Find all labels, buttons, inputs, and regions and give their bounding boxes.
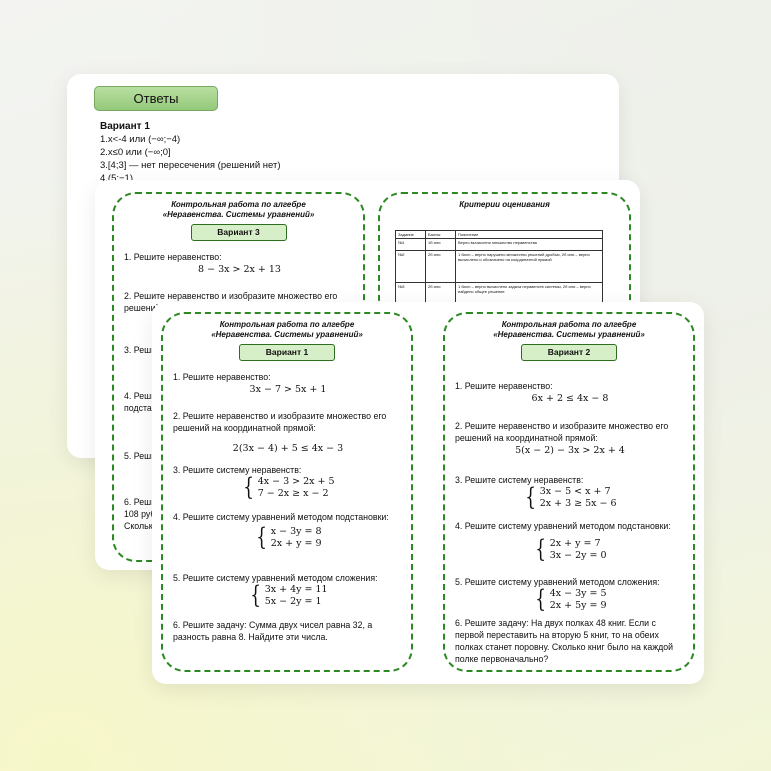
task-3: 3. Решите систему неравенств: { 4x − 3 >… — [173, 464, 403, 499]
answers-badge: Ответы — [94, 86, 218, 111]
task-2-formula: 2(3x − 4) + 5 ≤ 4x − 3 — [232, 443, 344, 454]
task-6-text: 6. Решите задачу: Сумма двух чисел равна… — [173, 620, 373, 642]
task-5-system: { 3x + 4y = 11 5x − 2y = 1 — [250, 581, 328, 609]
task-1: 1. Решите неравенство: 8 − 3x > 2x + 13 — [124, 251, 355, 276]
task-4-text-cont: подстан — [124, 403, 157, 413]
table-row: №1 1б или Верно вычислено множество нера… — [395, 238, 603, 251]
table-header-cell: Задание — [395, 230, 426, 239]
task-6-text-cont: 108 рубл — [124, 509, 161, 519]
test-title: Контрольная работа по алгебре — [171, 200, 306, 209]
task-3: 3. Решите систему неравенств: { 3x − 5 <… — [455, 474, 685, 509]
system-line: 4x − 3y = 5 — [549, 588, 607, 599]
system-line: 5x − 2y = 1 — [264, 595, 322, 607]
task-3-text: 3. Решите систему неравенств: — [173, 465, 302, 475]
table-cell: №1 — [395, 238, 426, 251]
task-4: 4. Решите систему уравнений методом подс… — [173, 511, 403, 549]
task-4-text: 4. Реши — [124, 391, 157, 401]
task-2-text: 2. Решите неравенство и изобразите множе… — [124, 291, 338, 301]
task-2: 2. Решите неравенство и изобразите множе… — [455, 420, 685, 457]
variant-badge: Вариант 2 — [521, 344, 617, 361]
system-line: 2x + y = 9 — [270, 537, 322, 549]
task-4-text: 4. Решите систему уравнений методом подс… — [455, 521, 671, 531]
task-3-system: { 4x − 3 > 2x + 5 7 − 2x ≥ x − 2 — [243, 473, 335, 501]
variant1-frame: Контрольная работа по алгебре «Неравенст… — [161, 312, 413, 672]
criteria-title: Критерии оценивания — [459, 200, 550, 209]
task-1-formula: 6x + 2 ≤ 4x − 8 — [531, 393, 609, 404]
answer-line: 2.x≤0 или (−∞;0] — [100, 147, 171, 158]
variant-badge: Вариант 1 — [239, 344, 335, 361]
task-4-system: { 2x + y = 7 3x − 2y = 0 — [535, 535, 607, 563]
task-2-formula: 5(x − 2) − 3x > 2x + 4 — [515, 445, 625, 456]
task-6-text-cont2: Сколько — [124, 521, 158, 531]
table-cell: 2б или — [425, 250, 456, 283]
task-3-text: 3. Решит — [124, 345, 161, 355]
variant1-2-sheet: Контрольная работа по алгебре «Неравенст… — [152, 302, 704, 684]
table-cell: Верно вычислено множество неравенства — [455, 238, 603, 251]
system-line: 7 − 2x ≥ x − 2 — [257, 487, 329, 499]
table-header-cell: Пояснение — [455, 230, 603, 239]
test-title: Контрольная работа по алгебре — [219, 320, 355, 329]
task-2-text-cont: решений — [124, 303, 161, 313]
task-5-text: 5. Решит — [124, 451, 161, 461]
task-4: 4. Решите систему уравнений методом подс… — [455, 520, 685, 561]
answer-line: 3.[4;3] — нет пересечения (решений нет) — [100, 160, 281, 171]
task-1-formula: 3x − 7 > 5x + 1 — [249, 384, 327, 395]
test-subtitle: «Неравенства. Системы уравнений» — [162, 210, 315, 219]
table-header-row: Задание Баллы Пояснение — [395, 230, 603, 239]
task-5-text: 5. Решите систему уравнений методом слож… — [455, 577, 660, 587]
system-line: 4x − 3 > 2x + 5 — [257, 476, 335, 487]
task-2-text: 2. Решите неравенство и изобразите множе… — [455, 421, 669, 443]
answer-line: 1.x<-4 или (−∞;−4) — [100, 134, 181, 145]
task-1-text: 1. Решите неравенство: — [173, 372, 271, 382]
task-4-system: { x − 3y = 8 2x + y = 9 — [256, 523, 322, 551]
system-line: 3x − 2y = 0 — [549, 549, 607, 561]
task-2: 2. Решите неравенство и изобразите множе… — [173, 410, 403, 455]
variant2-frame: Контрольная работа по алгебре «Неравенст… — [443, 312, 695, 672]
system-line: x − 3y = 8 — [270, 526, 322, 537]
table-cell: №2 — [395, 250, 426, 283]
task-3-system: { 3x − 5 < x + 7 2x + 3 ≥ 5x − 6 — [525, 483, 617, 511]
system-line: 3x + 4y = 11 — [264, 584, 328, 595]
task-1: 1. Решите неравенство: 3x − 7 > 5x + 1 — [173, 371, 403, 396]
task-5: 5. Решите систему уравнений методом слож… — [455, 576, 685, 611]
variant-badge: Вариант 3 — [190, 224, 287, 241]
task-6: 6. Решите задачу: Сумма двух чисел равна… — [173, 619, 403, 643]
task-6-text: 6. Решите задачу: На двух полках 48 книг… — [455, 618, 674, 664]
answer-line: 4.(5;−1) — [100, 173, 134, 184]
table-cell: 1 балл – верно нарушено множество решени… — [455, 250, 603, 283]
table-header-cell: Баллы — [425, 230, 456, 239]
task-4-text: 4. Решите систему уравнений методом подс… — [173, 512, 389, 522]
table-cell: 1б или — [425, 238, 456, 251]
system-line: 3x − 5 < x + 7 — [539, 486, 611, 497]
task-2: 2. Решите неравенство и изобразите множе… — [124, 290, 355, 314]
table-row: №2 2б или 1 балл – верно нарушено множес… — [395, 250, 603, 283]
answers-variant-title: Вариант 1 — [100, 121, 150, 132]
task-2-text: 2. Решите неравенство и изобразите множе… — [173, 411, 387, 433]
system-line: 2x + y = 7 — [549, 538, 601, 549]
criteria-table: Задание Баллы Пояснение №1 1б или Верно … — [395, 230, 603, 313]
system-line: 2x + 3 ≥ 5x − 6 — [539, 497, 617, 509]
task-1: 1. Решите неравенство: 6x + 2 ≤ 4x − 8 — [455, 380, 685, 405]
task-5: 5. Решите систему уравнений методом слож… — [173, 572, 403, 607]
task-5-system: { 4x − 3y = 5 2x + 5y = 9 — [535, 585, 607, 613]
task-1-text: 1. Решите неравенство: — [455, 381, 553, 391]
test-title: Контрольная работа по алгебре — [501, 320, 637, 329]
task-5-text: 5. Решите систему уравнений методом слож… — [173, 573, 378, 583]
task-1-text: 1. Решите неравенство: — [124, 252, 222, 262]
task-3-text: 3. Решите систему неравенств: — [455, 475, 584, 485]
task-6: 6. Решите задачу: На двух полках 48 книг… — [455, 617, 685, 665]
system-line: 2x + 5y = 9 — [549, 599, 607, 611]
task-6-text: 6. Реши — [124, 497, 157, 507]
test-subtitle: «Неравенства. Системы уравнений» — [211, 330, 363, 339]
task-1-formula: 8 − 3x > 2x + 13 — [198, 264, 281, 275]
test-subtitle: «Неравенства. Системы уравнений» — [493, 330, 645, 339]
